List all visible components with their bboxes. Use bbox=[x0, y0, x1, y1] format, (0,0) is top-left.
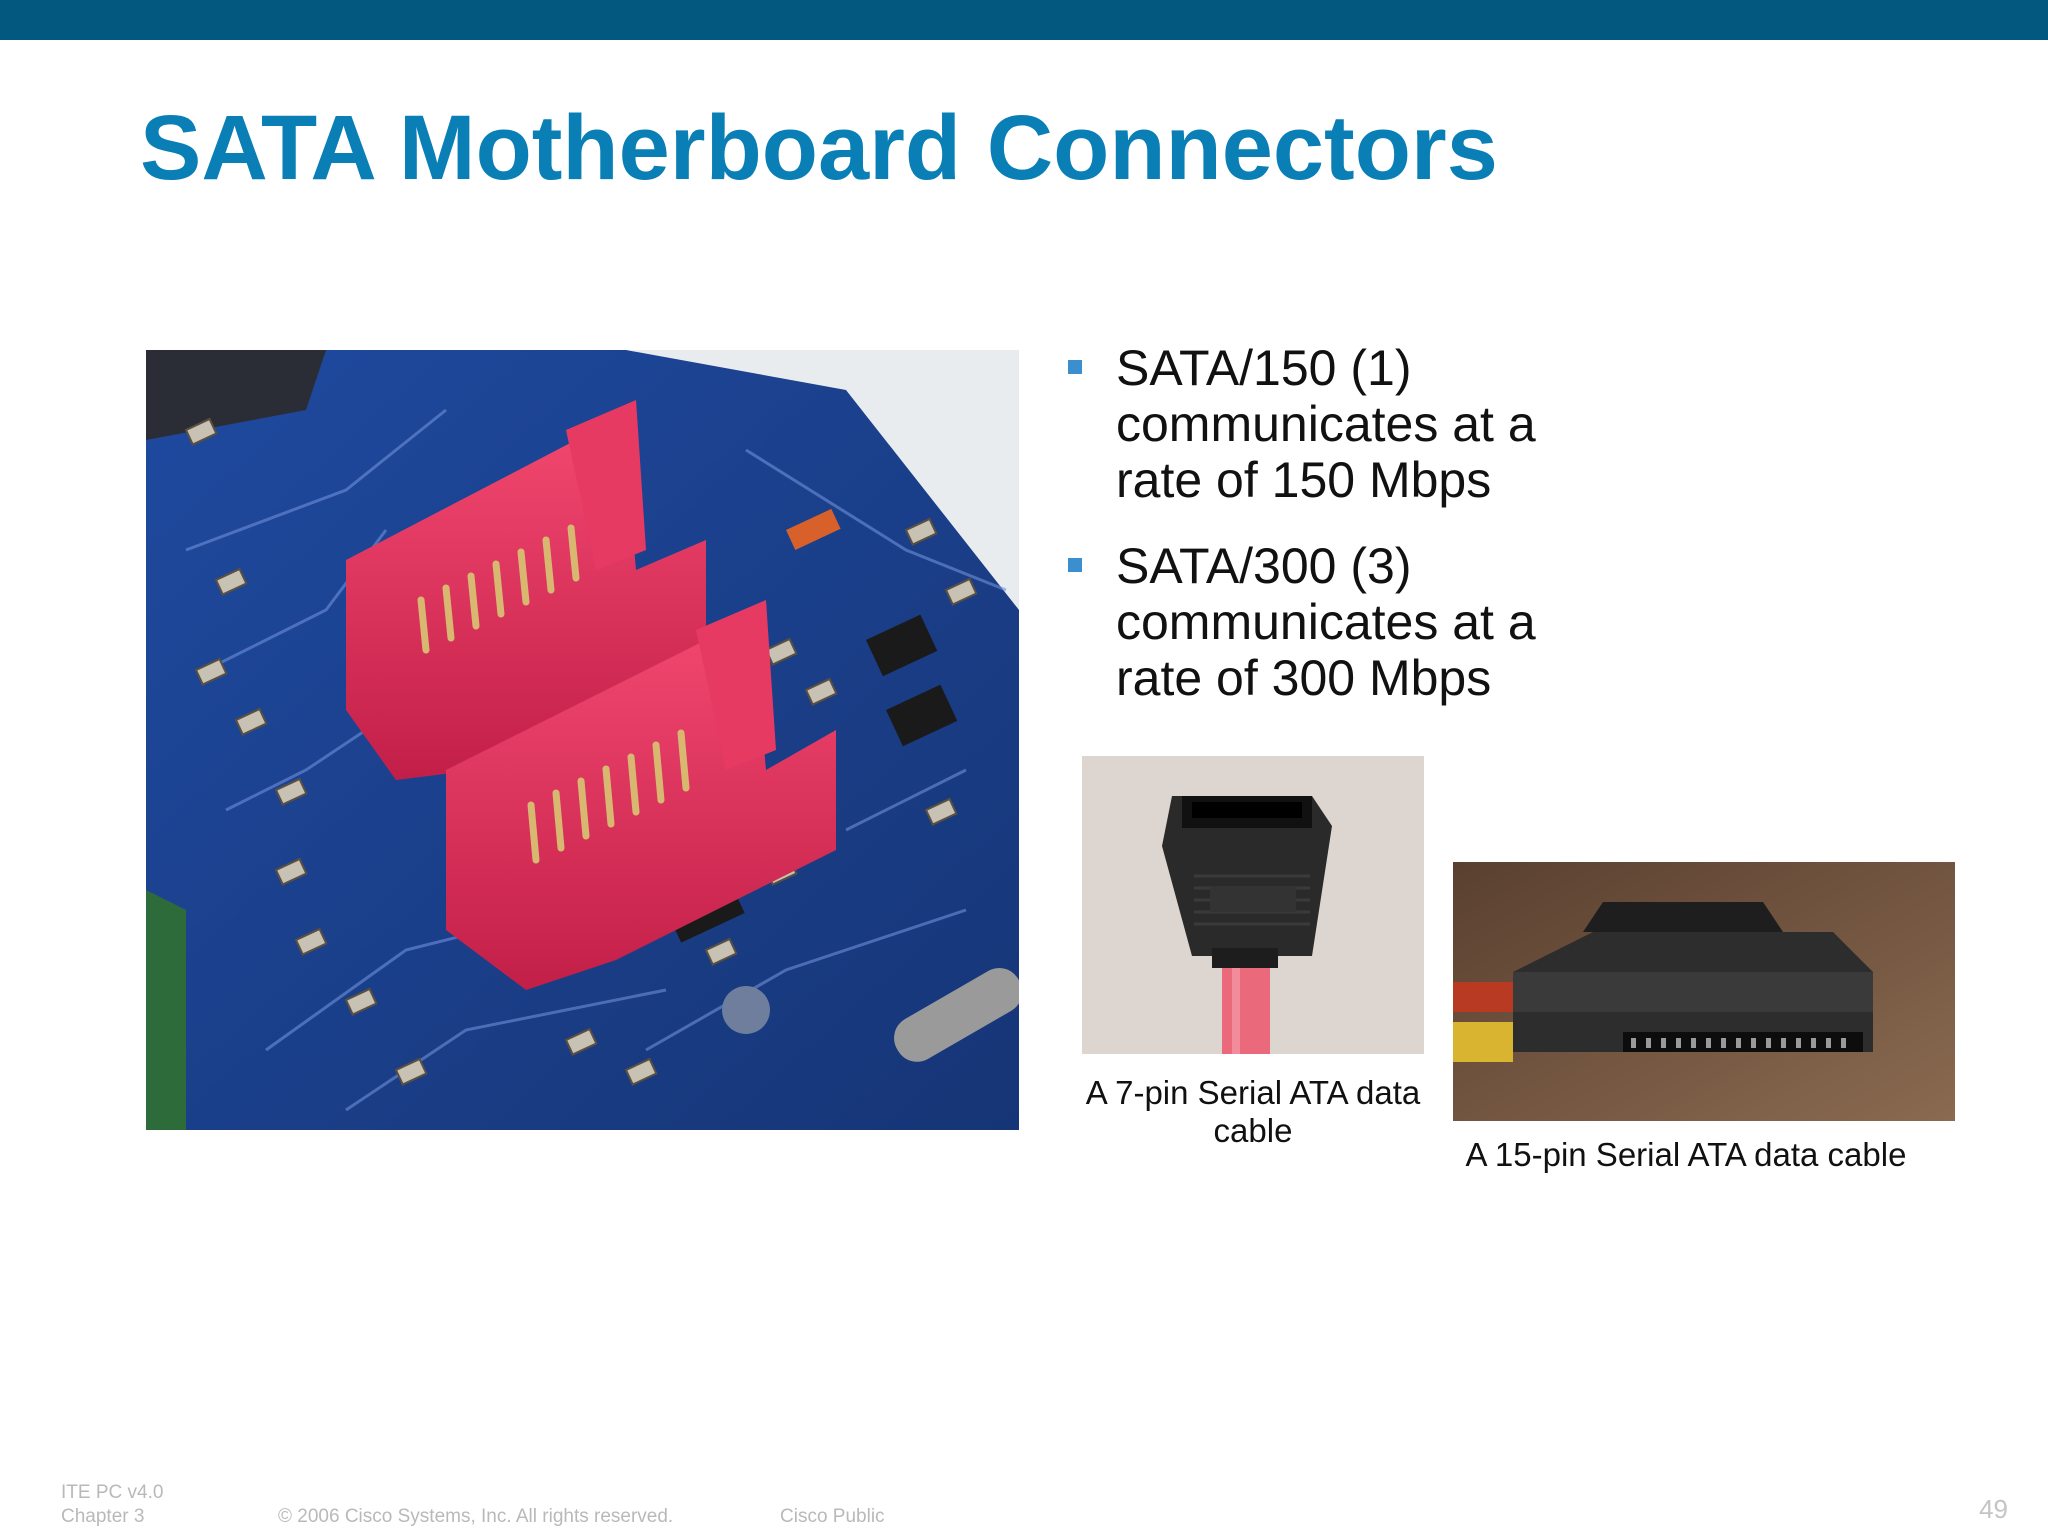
7pin-cable-illustration bbox=[1082, 756, 1424, 1054]
footer-course: ITE PC v4.0 bbox=[61, 1482, 164, 1503]
footer-copyright: © 2006 Cisco Systems, Inc. All rights re… bbox=[278, 1506, 674, 1527]
slide-title: SATA Motherboard Connectors bbox=[140, 97, 1498, 199]
footer-chapter: Chapter 3 bbox=[61, 1506, 145, 1527]
caption-7pin-cable: A 7-pin Serial ATA data cable bbox=[1085, 1074, 1421, 1149]
square-bullet-icon bbox=[1068, 558, 1082, 572]
caption-15pin-cable: A 15-pin Serial ATA data cable bbox=[1465, 1136, 1907, 1173]
sata-15pin-cable-photo bbox=[1453, 862, 1955, 1121]
motherboard-illustration bbox=[146, 350, 1019, 1130]
bullet-text: SATA/150 (1) communicates at a rate of 1… bbox=[1116, 340, 1536, 508]
page-number: 49 bbox=[1979, 1494, 2008, 1524]
sata-7pin-cable-photo bbox=[1082, 756, 1424, 1054]
motherboard-sata-photo bbox=[146, 350, 1019, 1130]
bullet-item: SATA/300 (3) communicates at a rate of 3… bbox=[1068, 538, 1628, 706]
square-bullet-icon bbox=[1068, 360, 1082, 374]
bullet-item: SATA/150 (1) communicates at a rate of 1… bbox=[1068, 340, 1628, 508]
15pin-cable-illustration bbox=[1453, 862, 1955, 1121]
bullet-text: SATA/300 (3) communicates at a rate of 3… bbox=[1116, 538, 1536, 706]
top-banner bbox=[0, 0, 2048, 40]
bullet-list: SATA/150 (1) communicates at a rate of 1… bbox=[1068, 340, 1628, 736]
footer-classification: Cisco Public bbox=[780, 1506, 885, 1527]
